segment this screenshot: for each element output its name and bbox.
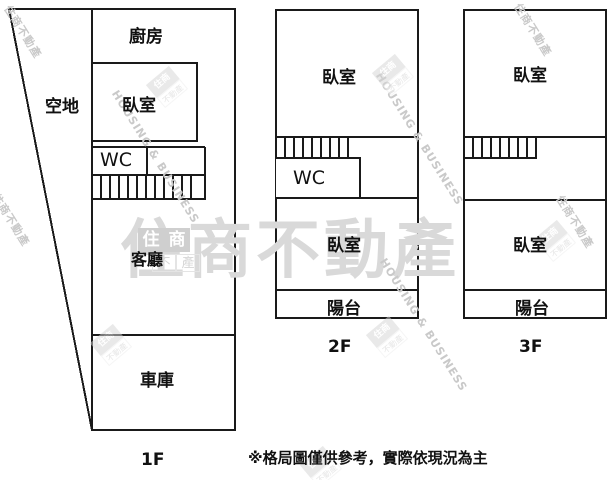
2f-wc-box <box>276 157 361 199</box>
1f-wc-box <box>91 146 148 176</box>
1f-bedroom-box <box>91 62 198 142</box>
1f-stair-block <box>91 174 206 200</box>
floor-1f-geometry <box>7 8 236 431</box>
floor-2f-geometry <box>275 9 419 319</box>
3f-outer-outline <box>463 9 607 319</box>
floor-3f-geometry <box>463 9 607 319</box>
